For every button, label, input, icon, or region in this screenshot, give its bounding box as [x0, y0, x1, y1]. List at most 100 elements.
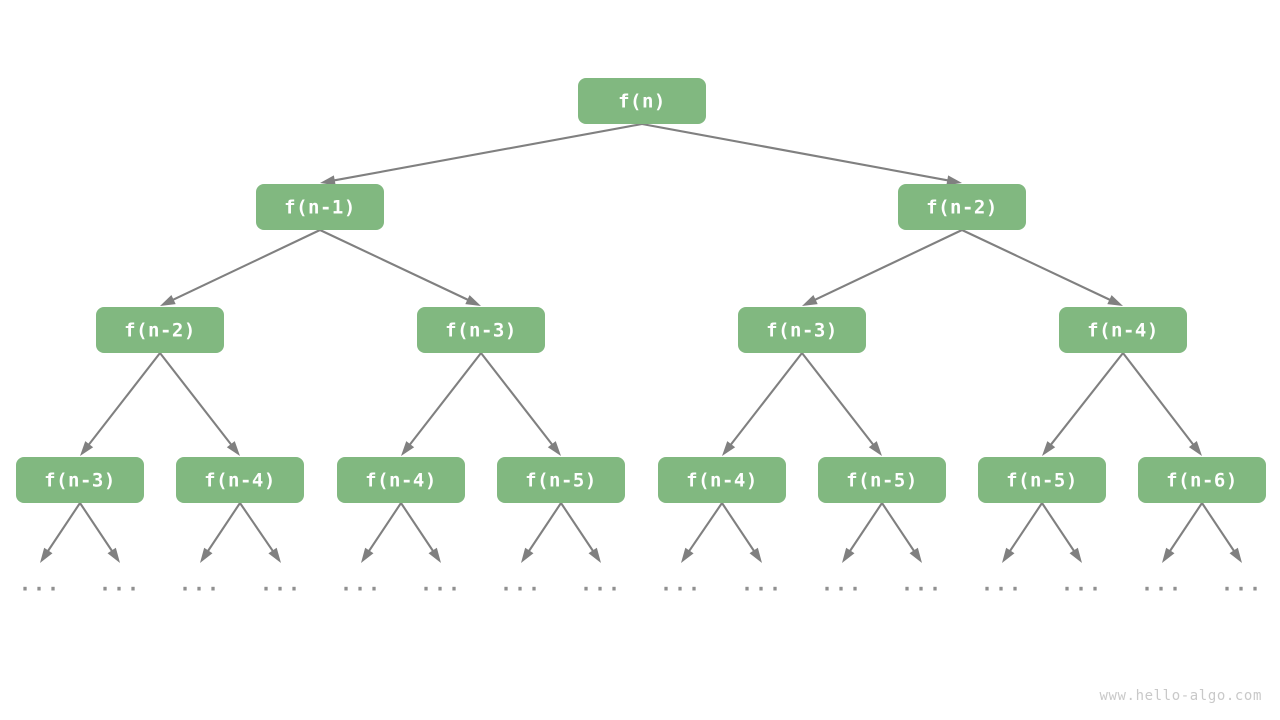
ellipsis-label: ... — [660, 572, 702, 596]
arrow-head-icon — [946, 175, 962, 186]
tree-edge-n8-to-ellipsis3 — [239, 502, 281, 563]
ellipsis-label: ... — [1141, 572, 1183, 596]
node-background — [818, 457, 946, 503]
arrow-head-icon — [1162, 547, 1175, 563]
arrow-head-icon — [842, 547, 855, 563]
tree-node-n13[interactable]: f(n-5) — [978, 457, 1106, 503]
nodes-layer: f(n) f(n-1) f(n-2) f(n-2) f(n-3) f(n-3) f(n-4)… — [16, 78, 1266, 503]
tree-node-n14[interactable]: f(n-6) — [1138, 457, 1266, 503]
arrow-head-icon — [802, 295, 818, 306]
tree-edge-n13-to-ellipsis13 — [1041, 502, 1082, 563]
tree-edge-n13-to-ellipsis12 — [1002, 502, 1043, 563]
arrow-head-icon — [226, 441, 240, 456]
arrow-head-icon — [547, 441, 561, 456]
arrow-head-icon — [160, 295, 176, 306]
node-label: f(n-4) — [686, 470, 758, 492]
node-label: f(n-5) — [1006, 470, 1078, 492]
node-label: f(n-6) — [1166, 470, 1238, 492]
tree-node-n10[interactable]: f(n-5) — [497, 457, 625, 503]
tree-edge-n14-to-ellipsis15 — [1201, 502, 1242, 563]
node-background — [1138, 457, 1266, 503]
arrow-head-icon — [268, 547, 281, 563]
arrow-head-icon — [361, 547, 374, 563]
ellipsis-label: ... — [821, 572, 863, 596]
node-background — [658, 457, 786, 503]
tree-node-n5[interactable]: f(n-3) — [738, 307, 866, 353]
tree-node-n3[interactable]: f(n-2) — [96, 307, 224, 353]
tree-edge-n9-to-ellipsis4 — [361, 502, 402, 563]
ellipsis-label: ... — [981, 572, 1023, 596]
arrow-head-icon — [722, 441, 736, 456]
node-background — [578, 78, 706, 124]
tree-edge-n0-to-n2 — [641, 122, 962, 186]
node-label: f(n) — [618, 91, 666, 113]
tree-edge-n12-to-ellipsis11 — [881, 502, 922, 563]
tree-edge-n5-to-n11 — [722, 352, 803, 456]
tree-node-n0[interactable]: f(n) — [578, 78, 706, 124]
tree-node-n2[interactable]: f(n-2) — [898, 184, 1026, 230]
arrow-head-icon — [465, 295, 481, 306]
node-label: f(n-4) — [204, 470, 276, 492]
node-background — [176, 457, 304, 503]
tree-edge-n1-to-n3 — [160, 229, 321, 306]
watermark: www.hello-algo.com — [1099, 688, 1262, 704]
tree-edge-n4-to-n10 — [480, 352, 561, 456]
tree-node-n8[interactable]: f(n-4) — [176, 457, 304, 503]
tree-edge-n0-to-n1 — [320, 122, 643, 186]
arrow-head-icon — [40, 547, 53, 563]
tree-edge-n8-to-ellipsis2 — [200, 502, 241, 563]
node-background — [898, 184, 1026, 230]
tree-edge-n11-to-ellipsis9 — [721, 502, 762, 563]
arrow-head-icon — [1069, 547, 1082, 563]
arrow-head-icon — [320, 175, 336, 186]
ellipsis-label: ... — [901, 572, 943, 596]
arrow-head-icon — [200, 547, 213, 563]
tree-edge-n14-to-ellipsis14 — [1162, 502, 1203, 563]
node-background — [417, 307, 545, 353]
tree-node-n11[interactable]: f(n-4) — [658, 457, 786, 503]
ellipsis-label: ... — [99, 572, 141, 596]
tree-edge-n11-to-ellipsis8 — [681, 502, 723, 563]
tree-edge-n6-to-n13 — [1042, 352, 1124, 456]
tree-edge-n2-to-n6 — [961, 229, 1123, 306]
arrow-head-icon — [521, 547, 534, 563]
arrow-head-icon — [1042, 441, 1056, 456]
node-background — [96, 307, 224, 353]
ellipsis-label: ... — [260, 572, 302, 596]
node-label: f(n-4) — [365, 470, 437, 492]
arrow-head-icon — [749, 547, 762, 563]
arrow-head-icon — [681, 547, 694, 563]
node-background — [738, 307, 866, 353]
tree-node-n12[interactable]: f(n-5) — [818, 457, 946, 503]
tree-edge-n7-to-ellipsis1 — [79, 502, 120, 563]
node-label: f(n-4) — [1087, 320, 1159, 342]
tree-edge-n10-to-ellipsis6 — [521, 502, 562, 563]
node-label: f(n-2) — [124, 320, 196, 342]
tree-node-n7[interactable]: f(n-3) — [16, 457, 144, 503]
tree-node-n1[interactable]: f(n-1) — [256, 184, 384, 230]
arrow-head-icon — [428, 547, 441, 563]
tree-edge-n4-to-n9 — [401, 352, 482, 456]
arrow-head-icon — [588, 547, 601, 563]
tree-node-n6[interactable]: f(n-4) — [1059, 307, 1187, 353]
ellipsis-layer: ........................................… — [19, 572, 1261, 596]
tree-node-n9[interactable]: f(n-4) — [337, 457, 465, 503]
node-label: f(n-3) — [44, 470, 116, 492]
tree-edge-n9-to-ellipsis5 — [400, 502, 441, 563]
tree-edge-n3-to-n8 — [159, 352, 240, 456]
node-background — [1059, 307, 1187, 353]
node-label: f(n-3) — [766, 320, 838, 342]
node-background — [16, 457, 144, 503]
node-label: f(n-5) — [846, 470, 918, 492]
node-background — [337, 457, 465, 503]
node-background — [256, 184, 384, 230]
node-label: f(n-3) — [445, 320, 517, 342]
ellipsis-label: ... — [179, 572, 221, 596]
tree-edge-n2-to-n5 — [802, 229, 963, 306]
tree-edge-n10-to-ellipsis7 — [560, 502, 601, 563]
ellipsis-label: ... — [580, 572, 622, 596]
tree-node-n4[interactable]: f(n-3) — [417, 307, 545, 353]
ellipsis-label: ... — [19, 572, 61, 596]
